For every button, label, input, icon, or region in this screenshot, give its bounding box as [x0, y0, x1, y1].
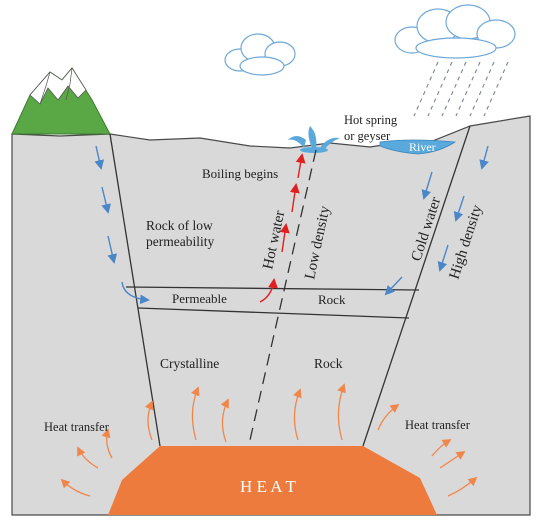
structure-lines [109, 125, 471, 447]
geyser-icon [288, 126, 340, 153]
cloud-right-icon [394, 4, 516, 59]
label-river: River [409, 140, 436, 154]
label-heat-transfer-left: Heat transfer [44, 420, 110, 434]
label-heat-transfer-right: Heat transfer [405, 418, 471, 432]
label-crystalline: Crystalline [160, 356, 219, 371]
label-heat: H E A T [240, 477, 297, 496]
label-hot-spring: Hot spring [344, 113, 398, 127]
label-rock-upper: Rock [318, 292, 346, 307]
cloud-left-icon [224, 33, 296, 76]
label-rock-low-permeability-2: permeability [146, 234, 214, 249]
label-rock-lower: Rock [314, 356, 343, 371]
label-permeable: Permeable [172, 291, 227, 306]
ground-block [11, 115, 531, 516]
mountain-icon [11, 67, 111, 135]
label-rock-low-permeability-1: Rock of low [146, 218, 213, 233]
cold-water-arrows [94, 145, 489, 305]
heat-transfer-arrows [60, 383, 478, 497]
river [379, 139, 457, 155]
heat-body [108, 446, 437, 515]
label-or-geyser: or geyser [344, 129, 391, 143]
label-boiling-begins: Boiling begins [202, 166, 278, 181]
hot-water-arrows [259, 153, 306, 303]
rain-lines [413, 61, 509, 117]
